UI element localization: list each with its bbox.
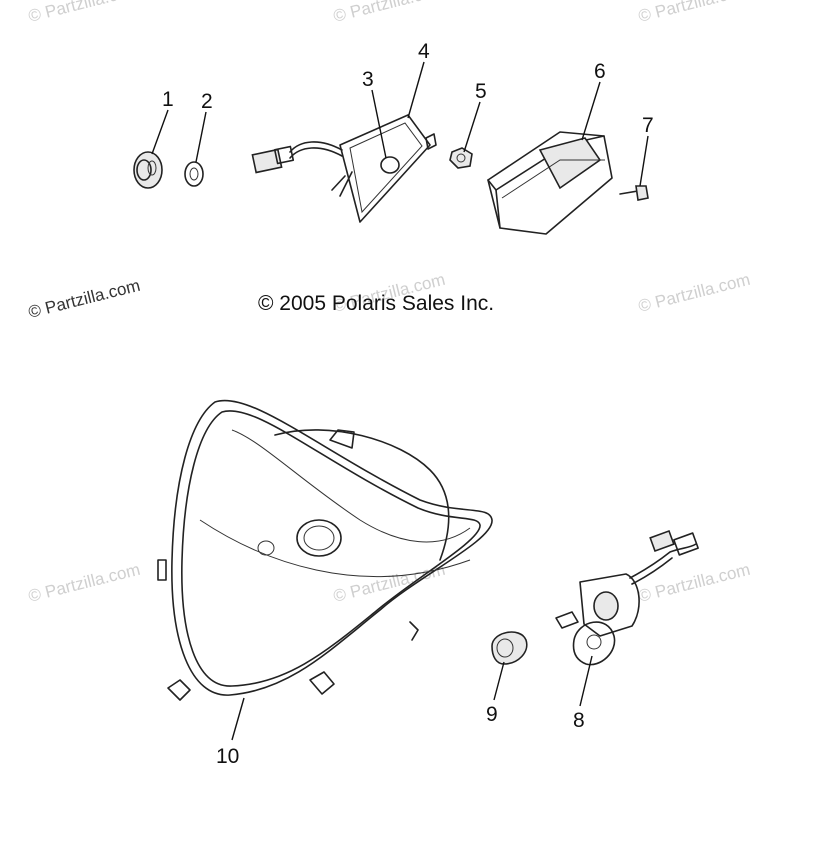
callout-8: 8 <box>573 709 585 732</box>
part-8-headlight-bulb <box>555 529 699 666</box>
part-9-bulb-socket <box>491 631 528 665</box>
watermark-low-right: © Partzilla.com <box>636 560 752 606</box>
leader-lines <box>151 61 649 741</box>
callout-4: 4 <box>418 40 430 63</box>
part-5-nut <box>449 147 473 169</box>
watermark-mid-right: © Partzilla.com <box>636 270 752 316</box>
part-7-screw <box>619 185 649 201</box>
watermark-low-center: © Partzilla.com <box>331 560 447 606</box>
callout-1: 1 <box>162 88 174 111</box>
part-3-lens <box>380 156 400 174</box>
callout-5: 5 <box>475 80 487 103</box>
wire-harness <box>251 141 343 174</box>
part-10-headlight-housing <box>157 399 493 701</box>
part-2-washer <box>184 161 204 187</box>
callouts: 1 2 3 4 5 6 7 8 9 10 <box>162 40 654 768</box>
callout-9: 9 <box>486 703 498 726</box>
callout-3: 3 <box>362 68 374 91</box>
part-1-grommet <box>133 151 163 189</box>
callout-7: 7 <box>642 114 654 137</box>
part-4-bracket <box>331 114 437 223</box>
watermark-top-right: © Partzilla.com <box>636 0 752 26</box>
callout-10: 10 <box>216 745 239 768</box>
watermark-top-center: © Partzilla.com <box>331 0 447 26</box>
watermark-top-left: © Partzilla.com <box>26 0 142 26</box>
watermark-low-left: © Partzilla.com <box>26 560 142 606</box>
callout-6: 6 <box>594 60 606 83</box>
callout-2: 2 <box>201 90 213 113</box>
copyright-notice: © 2005 Polaris Sales Inc. <box>258 292 494 315</box>
watermark-dark: © Partzilla.com <box>26 276 142 322</box>
part-6-tail-light <box>487 131 613 235</box>
